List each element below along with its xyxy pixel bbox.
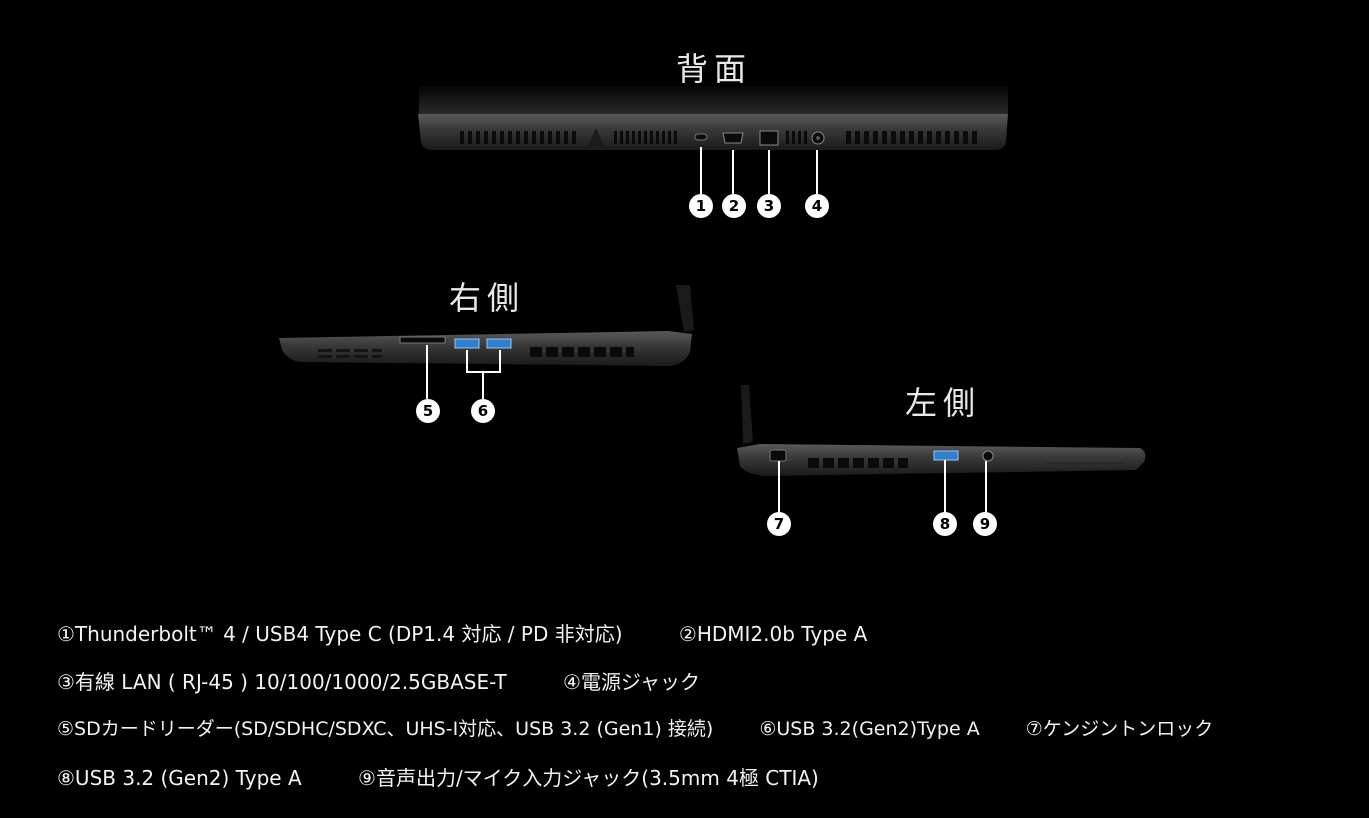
svg-text:2: 2 [729, 197, 739, 215]
right-view-title: 右側 [449, 279, 526, 317]
back-leader-lines [700, 147, 818, 194]
callout-4: 4 [805, 194, 829, 218]
spec-power-jack: ④電源ジャック [563, 670, 700, 694]
spec-line-3: ⑤SDカードリーダー(SD/SDHC/SDXC、UHS-I対応、USB 3.2 … [57, 714, 1213, 741]
left-view-title: 左側 [905, 384, 982, 422]
spec-thunderbolt: ①Thunderbolt™ 4 / USB4 Type C (DP1.4 対応 … [57, 622, 623, 646]
usb-a-port-left [933, 450, 959, 461]
spec-line-4: ⑧USB 3.2 (Gen2) Type A ⑨音声出力/マイク入力ジャック(3… [57, 762, 819, 791]
callout-1: 1 [689, 194, 713, 218]
laptop-right-view [279, 285, 694, 366]
svg-text:6: 6 [478, 402, 488, 420]
spec-line-2: ③有線 LAN ( RJ-45 ) 10/100/1000/2.5GBASE-T… [57, 666, 700, 695]
kensington-lock-slot [769, 449, 787, 462]
right-leader-lines [426, 345, 501, 399]
callout-badges: 1 2 3 4 5 6 7 8 [416, 194, 997, 536]
port-diagram: 1 2 3 4 5 6 7 8 [279, 86, 1146, 536]
spec-line-1: ①Thunderbolt™ 4 / USB4 Type C (DP1.4 対応 … [57, 618, 867, 647]
usb-a-port-1 [454, 338, 480, 349]
left-leader-lines [778, 460, 987, 513]
spec-sd-reader: ⑤SDカードリーダー(SD/SDHC/SDXC、UHS-I対応、USB 3.2 … [57, 718, 714, 740]
spec-hdmi: ②HDMI2.0b Type A [678, 622, 868, 646]
callout-7: 7 [767, 512, 791, 536]
svg-text:8: 8 [940, 515, 950, 533]
callout-6: 6 [471, 399, 495, 423]
spec-usb-right: ⑥USB 3.2(Gen2)Type A [759, 718, 980, 740]
spec-lan: ③有線 LAN ( RJ-45 ) 10/100/1000/2.5GBASE-T [57, 670, 507, 694]
lan-port [759, 130, 779, 146]
sd-card-slot [399, 336, 446, 344]
spec-audio-jack: ⑨音声出力/マイク入力ジャック(3.5mm 4極 CTIA) [358, 766, 819, 790]
usb-a-port-2 [486, 338, 512, 349]
callout-2: 2 [722, 194, 746, 218]
back-view-title: 背面 [676, 50, 753, 88]
callout-8: 8 [933, 512, 957, 536]
thunderbolt-port [694, 133, 708, 141]
laptop-back-view [418, 86, 1008, 150]
svg-text:1: 1 [696, 197, 706, 215]
spec-kensington: ⑦ケンジントンロック [1025, 718, 1214, 740]
laptop-left-view [737, 385, 1146, 476]
svg-text:3: 3 [764, 197, 774, 215]
callout-9: 9 [973, 512, 997, 536]
svg-text:7: 7 [774, 515, 784, 533]
audio-jack [982, 450, 994, 462]
svg-text:4: 4 [812, 197, 822, 215]
svg-text:5: 5 [423, 402, 433, 420]
callout-3: 3 [757, 194, 781, 218]
svg-text:9: 9 [980, 515, 990, 533]
spec-usb-left: ⑧USB 3.2 (Gen2) Type A [57, 766, 302, 790]
hdmi-port [722, 132, 744, 144]
callout-5: 5 [416, 399, 440, 423]
